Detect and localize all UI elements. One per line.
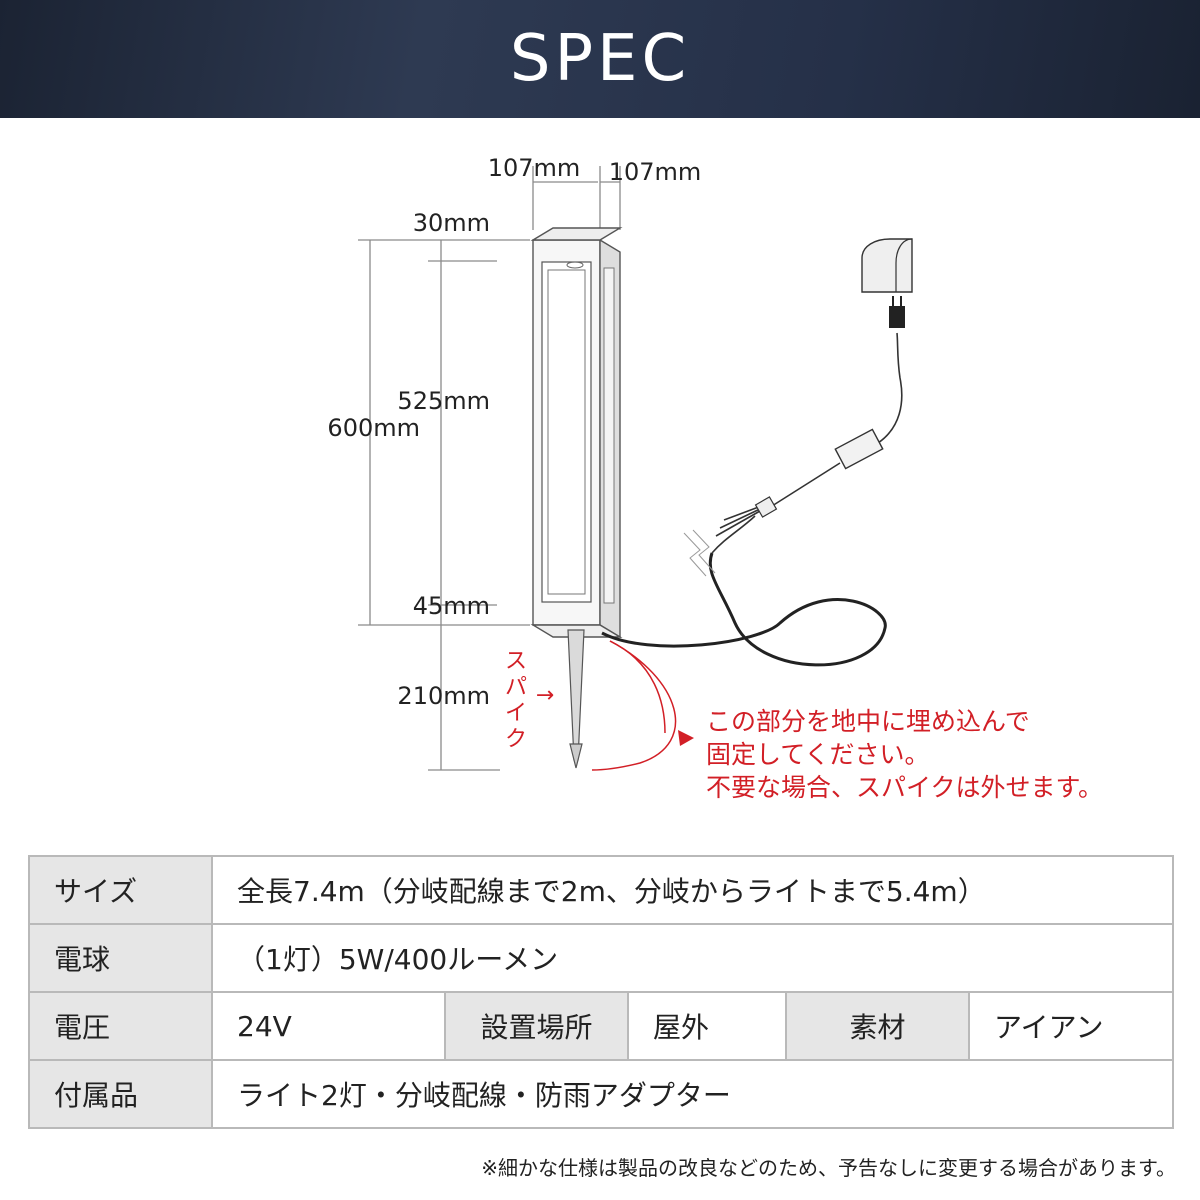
location-value: 屋外 [627, 991, 787, 1061]
dim-width-front: 107mm [488, 154, 581, 182]
location-label: 設置場所 [444, 991, 629, 1061]
size-label: サイズ [28, 855, 213, 925]
accessory-label: 付属品 [28, 1059, 213, 1129]
spec-table: サイズ 全長7.4m（分岐配線まで2m、分岐からライトまで5.4m） 電球 （1… [28, 855, 1175, 1129]
note-line-1: この部分を地中に埋め込んで [706, 707, 1030, 736]
product-diagram: 107mm 107mm 30mm 525mm 600mm 45mm 210mm [0, 118, 1200, 838]
voltage-label: 電圧 [28, 991, 213, 1061]
spike [567, 629, 585, 769]
spike-label-char-3: イ [505, 701, 527, 726]
table-row-size: サイズ 全長7.4m（分岐配線まで2m、分岐からライトまで5.4m） [28, 855, 1175, 925]
dim-width-side: 107mm [609, 158, 702, 186]
light-post [530, 227, 623, 639]
dim-spike: 210mm [397, 682, 490, 710]
footnote: ※細かな仕様は製品の改良などのため、予告なしに変更する場合があります。 [481, 1156, 1176, 1180]
note-line-3: 不要な場合、スパイクは外せます。 [706, 773, 1103, 802]
annotation-curve [591, 640, 677, 771]
accessory-value: ライト2灯・分岐配線・防雨アダプター [210, 1059, 1175, 1129]
spike-label-char-4: ク [505, 727, 527, 752]
material-label: 素材 [785, 991, 970, 1061]
dim-bottom: 45mm [413, 592, 490, 620]
table-row-accessory: 付属品 ライト2灯・分岐配線・防雨アダプター [28, 1059, 1175, 1129]
size-value: 全長7.4m（分岐配線まで2m、分岐からライトまで5.4m） [210, 855, 1175, 925]
voltage-value: 24V [211, 991, 446, 1061]
bulb-label: 電球 [28, 923, 213, 993]
plug [889, 296, 905, 328]
cut-mark-icon [683, 529, 716, 577]
dim-top-cap: 30mm [413, 209, 490, 237]
page-title: SPEC [509, 22, 691, 96]
spike-arrow-icon: → [536, 683, 554, 708]
waterproof-adapter [861, 238, 913, 293]
dim-total: 600mm [327, 414, 420, 442]
spike-label-char-1: ス [505, 649, 527, 674]
branch-connector [754, 496, 778, 518]
branch-wiring [711, 332, 903, 554]
dim-body: 525mm [397, 387, 490, 415]
bulb-value: （1灯）5W/400ルーメン [210, 923, 1175, 993]
material-value: アイアン [967, 991, 1175, 1061]
dimension-lines [358, 166, 621, 771]
table-row-bulb: 電球 （1灯）5W/400ルーメン [28, 923, 1175, 993]
spike-label-char-2: パ [505, 675, 527, 700]
annotation-arrow-line [609, 640, 666, 734]
note-line-2: 固定してください。 [706, 740, 930, 769]
table-row-voltage: 電圧 24V 設置場所 屋外 素材 アイアン [28, 991, 1175, 1061]
cable [601, 552, 887, 667]
diagram-svg: 107mm 107mm 30mm 525mm 600mm 45mm 210mm [327, 154, 1103, 802]
annotation-arrowhead [678, 730, 694, 746]
transformer-box [834, 428, 884, 470]
header-banner: SPEC [0, 0, 1200, 118]
